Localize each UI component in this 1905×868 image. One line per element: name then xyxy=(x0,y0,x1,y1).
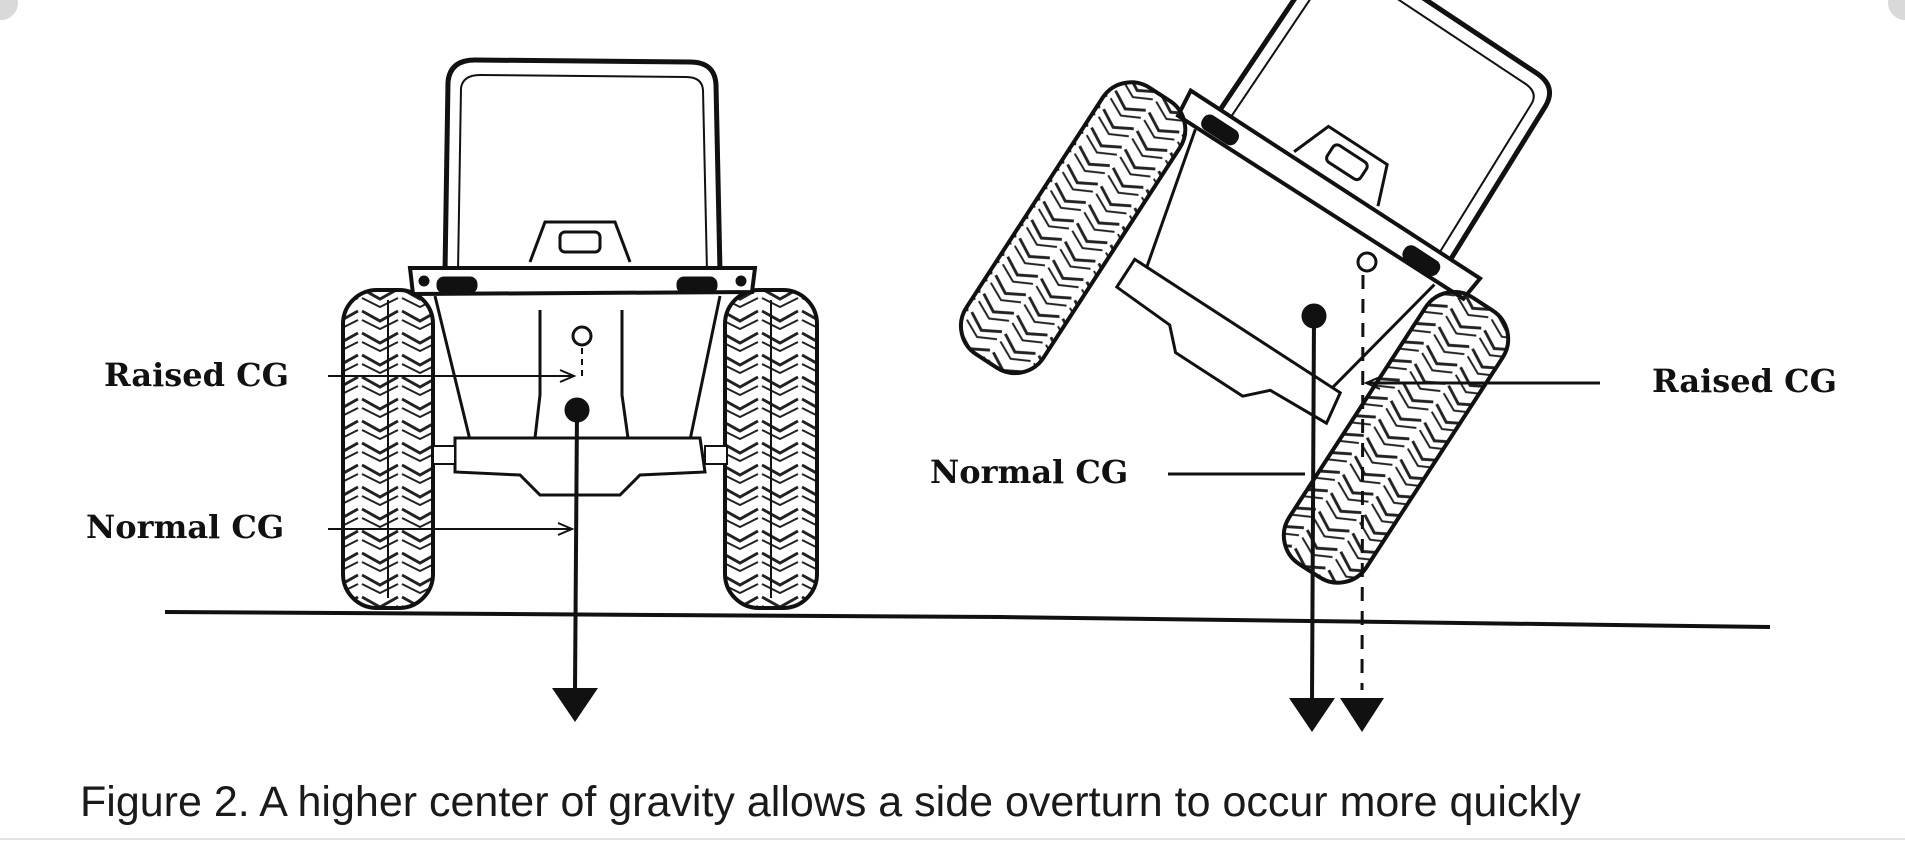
corner-dot-right xyxy=(1888,0,1905,20)
tractor-tilted xyxy=(958,0,1600,732)
tractor-upright xyxy=(328,57,819,722)
label-left-raised-cg: Raised CG xyxy=(104,356,289,394)
figure-caption: Figure 2. A higher center of gravity all… xyxy=(80,778,1581,826)
label-left-normal-cg: Normal CG xyxy=(86,508,284,546)
tractor-overturn-diagram: Raised CG Normal CG xyxy=(86,0,1837,732)
bottom-divider xyxy=(0,838,1905,840)
ground-line xyxy=(164,610,1771,629)
label-right-raised-cg: Raised CG xyxy=(1652,362,1837,400)
label-right-normal-cg: Normal CG xyxy=(930,453,1128,491)
